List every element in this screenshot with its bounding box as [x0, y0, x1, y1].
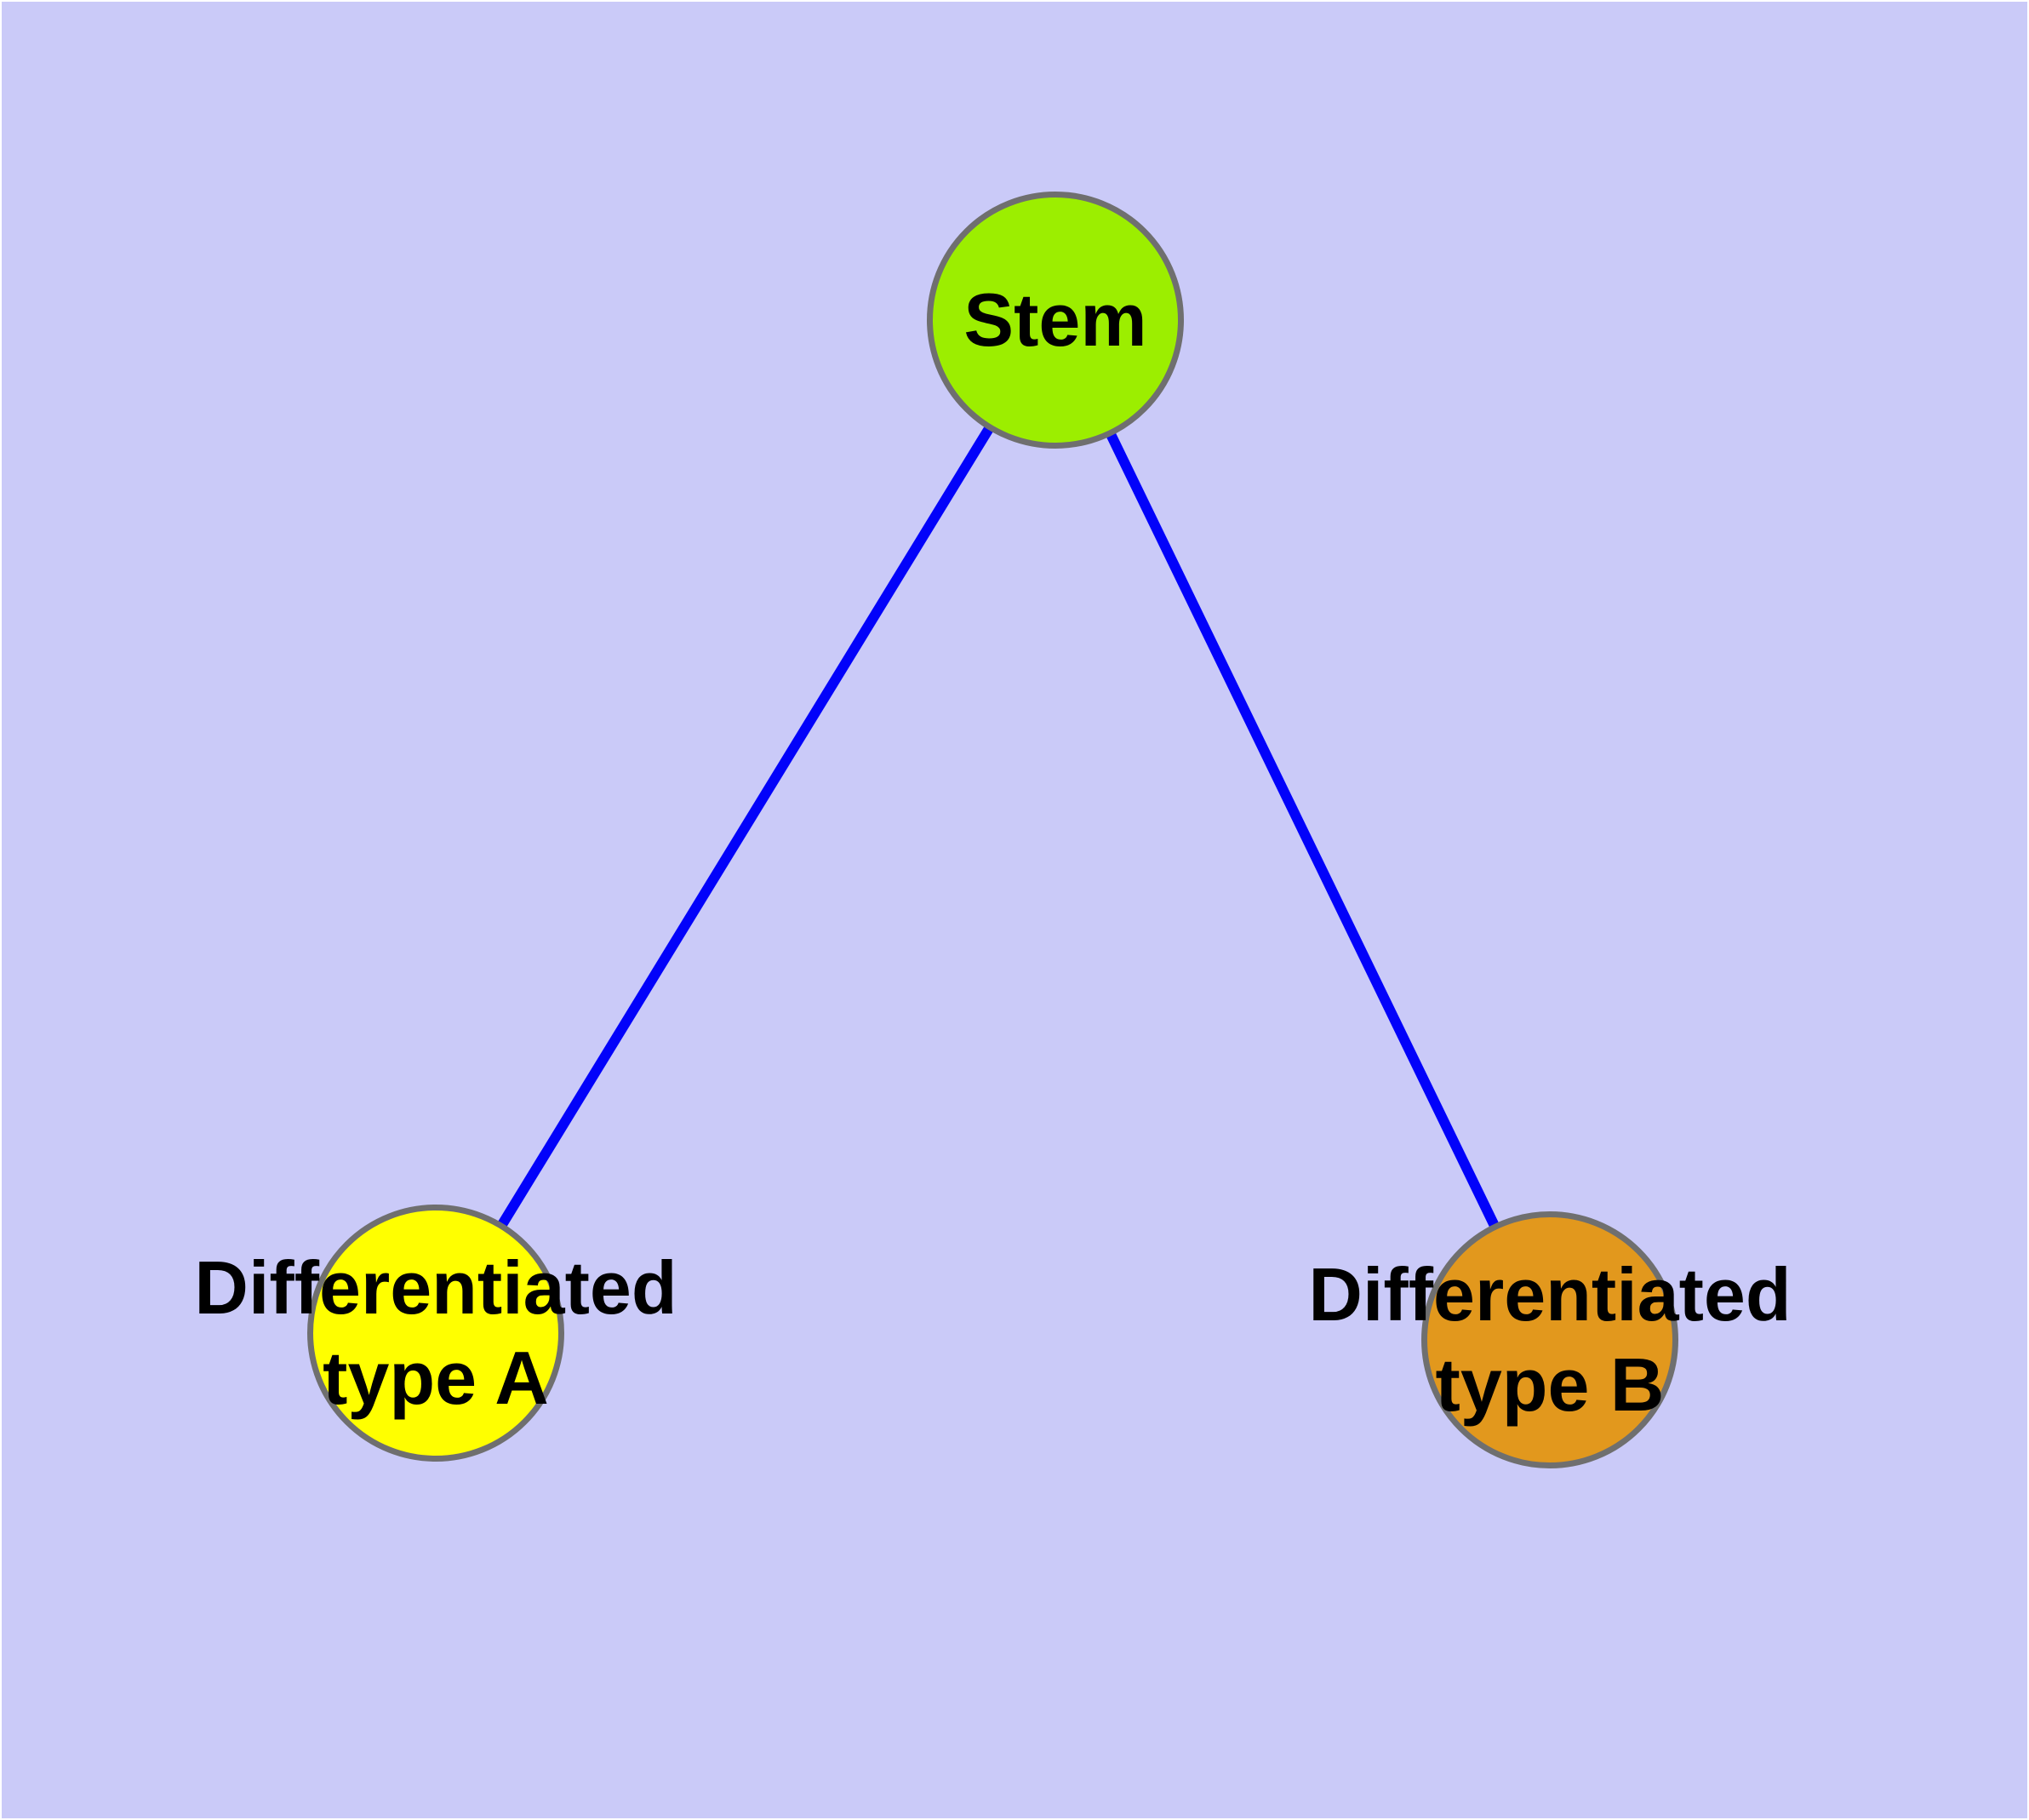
node-type-b-label-line-1: Differentiated	[1308, 1252, 1792, 1336]
node-type-b-label-line-2: type B	[1435, 1342, 1665, 1427]
node-stem-label: Stem	[963, 275, 1146, 365]
node-differentiated-type-b	[1421, 1211, 1678, 1468]
edge-stem-to-type-a	[431, 317, 1060, 1336]
node-differentiated-type-b-label: Differentiated type B	[1308, 1250, 1791, 1430]
node-type-a-label-line-2: type A	[323, 1336, 549, 1420]
node-stem-label-line: Stem	[963, 278, 1147, 362]
edge-stem-to-type-b	[1050, 318, 1555, 1342]
node-differentiated-type-a-label: Differentiated type A	[194, 1243, 677, 1423]
node-stem	[927, 192, 1184, 449]
node-differentiated-type-a	[307, 1205, 564, 1462]
node-type-a-label-line-1: Differentiated	[194, 1245, 677, 1330]
